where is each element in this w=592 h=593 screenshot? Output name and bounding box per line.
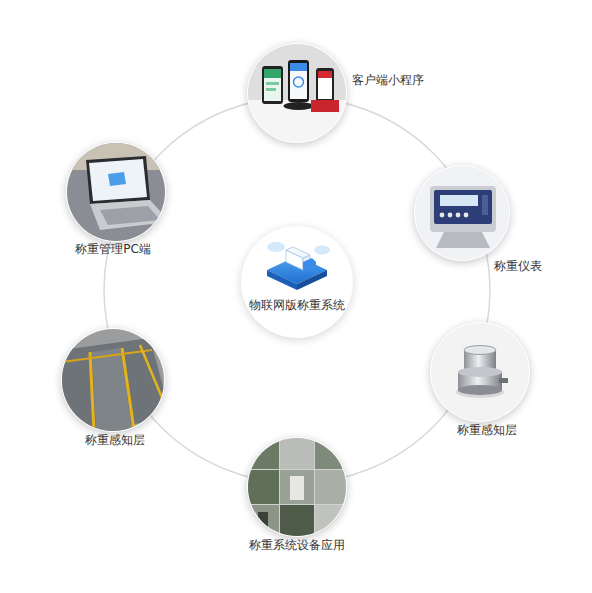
cloud — [314, 246, 330, 255]
photo-tile — [315, 505, 350, 540]
phone-screen — [318, 71, 332, 99]
indicator-housing — [430, 186, 496, 232]
cell-base — [458, 372, 502, 390]
photo-tile — [315, 435, 350, 469]
indicator-button — [464, 213, 469, 218]
screen-logo — [108, 172, 126, 186]
screen-bar — [290, 63, 307, 71]
photo-table — [240, 100, 360, 150]
orbit-ring — [104, 97, 490, 483]
photo-backdrop — [425, 320, 535, 430]
screen-bar — [264, 69, 281, 78]
photo-backdrop — [410, 160, 520, 270]
photo-tile — [245, 505, 279, 540]
laptop-photo — [60, 140, 175, 250]
application-photo — [245, 435, 350, 540]
photo-tile — [280, 435, 314, 469]
photo-tile — [245, 435, 279, 469]
indicator-node: 称重仪表 — [414, 165, 510, 261]
keyboard-keys — [100, 206, 160, 225]
truck-box-side — [303, 255, 310, 270]
photo-backdrop — [55, 325, 175, 435]
cell-shoulder — [458, 367, 502, 377]
cell-shadow — [456, 386, 504, 398]
node-label: 称重系统设备应用 — [249, 537, 345, 553]
phone-stand — [284, 102, 314, 110]
phone-body — [316, 68, 334, 102]
indicator-stand — [436, 232, 490, 248]
truck-box — [286, 250, 303, 270]
app-node: 客户端小程序 — [247, 43, 347, 143]
indicator-photo — [410, 160, 520, 270]
node-label: 称重仪表 — [494, 258, 542, 274]
photo-wall — [60, 140, 175, 170]
photo-tile — [315, 470, 350, 504]
screen-gauge — [294, 77, 304, 87]
indicator-lcd — [440, 195, 478, 206]
iot-platform-icon — [267, 242, 330, 290]
cell-top — [464, 346, 496, 355]
indicator-button — [456, 213, 461, 218]
phone-screen — [264, 69, 281, 101]
equipment-post — [258, 512, 268, 536]
cell-base-rim — [458, 385, 502, 395]
sensor-node: 称重感知层 — [430, 322, 530, 422]
scale-deck — [92, 348, 132, 432]
indicator-panel — [482, 195, 488, 215]
platform-top — [267, 256, 327, 284]
truck-box-top — [286, 247, 310, 258]
pc-node: 称重管理PC端 — [66, 142, 166, 242]
laptop-screen-frame — [86, 156, 150, 204]
node-label: 物联网版称重系统 — [249, 297, 345, 313]
phones-photo — [240, 40, 360, 150]
load-cell-photo — [425, 320, 535, 430]
phone-body — [288, 60, 309, 102]
screen-line — [266, 88, 276, 91]
indicator-button — [448, 213, 453, 218]
phone-body — [262, 66, 283, 104]
scale-platform — [60, 338, 172, 432]
platform-side — [267, 270, 297, 290]
yellow-stripe — [140, 345, 168, 412]
yellow-stripe — [122, 348, 134, 430]
scale-rail — [62, 350, 152, 362]
application-node: 称重系统设备应用 — [247, 437, 347, 537]
photo-backdrop — [240, 40, 360, 100]
photo-backdrop — [245, 435, 350, 540]
phone-screen — [290, 63, 307, 99]
screen-line — [266, 82, 279, 85]
laptop-screen — [89, 159, 147, 201]
cell-body — [464, 350, 496, 374]
indicator-face — [434, 190, 492, 224]
sensor-node: 称重感知层 — [61, 328, 165, 432]
yellow-stripe — [90, 352, 94, 432]
indicator-button — [440, 213, 445, 218]
node-label: 客户端小程序 — [352, 72, 424, 88]
node-label: 称重管理PC端 — [75, 241, 151, 257]
photo-tile — [280, 505, 314, 540]
laptop-keyboard — [90, 200, 170, 230]
photo-tile — [280, 470, 314, 504]
platform-side — [297, 270, 327, 290]
node-label: 称重感知层 — [457, 422, 517, 438]
screen-bar — [318, 71, 332, 78]
photo-tile — [245, 470, 279, 504]
equipment-post — [290, 476, 304, 500]
node-label: 称重感知层 — [85, 432, 145, 448]
truck-cab — [303, 258, 316, 272]
truck-scale-photo — [55, 325, 175, 435]
phone-stand — [311, 100, 339, 112]
cloud — [267, 242, 285, 252]
center-node: 物联网版称重系统 — [241, 226, 353, 338]
cell-cable — [499, 378, 508, 383]
photo-backdrop — [60, 140, 175, 250]
